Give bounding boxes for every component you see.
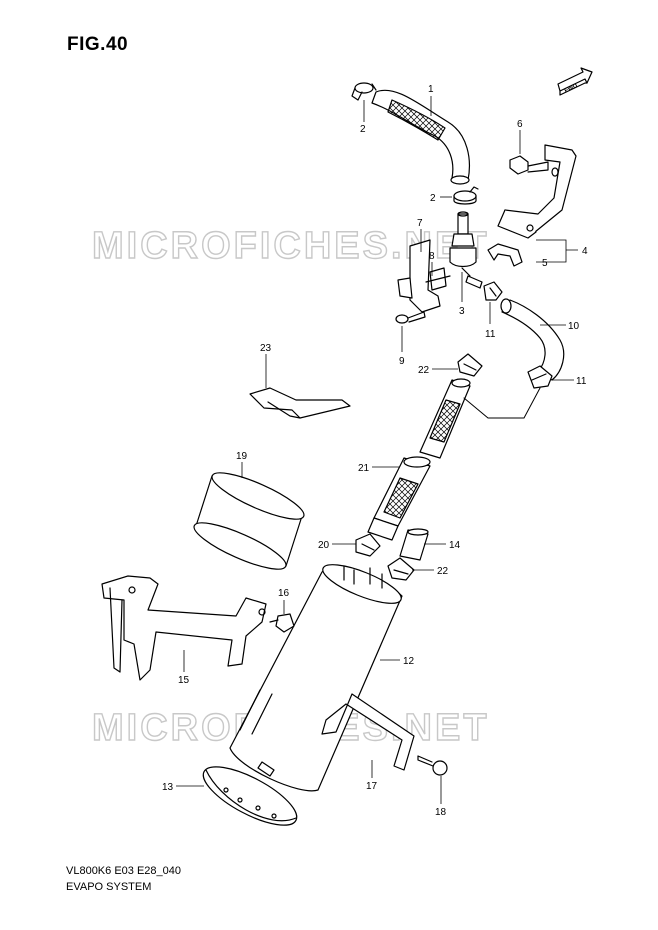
screw-part-18 [417, 755, 448, 776]
callout-7: 7 [417, 218, 423, 229]
hose-part-1 [371, 89, 470, 185]
callout-1: 1 [428, 84, 434, 95]
callout-2-top: 2 [360, 124, 366, 135]
clamp-part-20 [355, 533, 381, 557]
forward-label: FWD [564, 83, 580, 95]
callout-5: 5 [542, 258, 548, 269]
strap-part-17 [321, 693, 415, 771]
valve-part-3 [449, 211, 483, 289]
clamp-part-22-upper [457, 353, 483, 377]
callout-21: 21 [358, 463, 370, 474]
callout-19: 19 [236, 451, 248, 462]
callout-20: 20 [318, 540, 330, 551]
callout-3: 3 [459, 306, 465, 317]
figure-system-name: EVAPO SYSTEM [66, 881, 152, 893]
bolt-part-16 [269, 613, 295, 633]
bracket-part-15 [101, 575, 267, 681]
callout-18: 18 [435, 807, 447, 818]
callout-2-mid: 2 [430, 193, 436, 204]
tube-part-14 [399, 528, 429, 561]
bolt-part-6 [509, 155, 549, 175]
clamp-part-11-upper [483, 281, 503, 301]
callout-22-lower: 22 [437, 566, 449, 577]
callout-15: 15 [178, 675, 190, 686]
callout-22-upper: 22 [418, 365, 430, 376]
canister-part-12 [229, 564, 403, 792]
cover-part-19 [193, 472, 305, 570]
callout-8: 8 [429, 251, 435, 262]
hose-clamp-part-2-lower [453, 186, 479, 205]
callout-16: 16 [278, 588, 290, 599]
callout-13: 13 [162, 782, 174, 793]
clamp-part-22-lower [387, 557, 415, 581]
hose-part-21 [367, 378, 471, 541]
callout-6: 6 [517, 119, 523, 130]
clamp-part-11-lower [527, 365, 553, 389]
hose-clamp-part-2 [351, 82, 377, 101]
clip-part-8 [425, 267, 451, 291]
callout-10: 10 [568, 321, 580, 332]
callout-9: 9 [399, 356, 405, 367]
callout-14: 14 [449, 540, 461, 551]
callout-23: 23 [260, 343, 272, 354]
bracket-part-4 [497, 144, 577, 239]
cap-part-13 [202, 766, 298, 826]
figure-title: FIG.40 [67, 34, 129, 55]
callout-11-lower: 11 [576, 376, 587, 387]
callout-12: 12 [403, 656, 415, 667]
bracket-part-7 [397, 239, 441, 313]
forward-arrow-icon [557, 67, 593, 96]
plate-part-23 [249, 387, 351, 419]
figure-code: VL800K6 E03 E28_040 [66, 865, 181, 877]
callout-17: 17 [366, 781, 378, 792]
callout-4: 4 [582, 246, 588, 257]
screw-part-9 [395, 311, 426, 324]
hose-part-10 [500, 298, 565, 381]
leader-lines [176, 96, 578, 804]
clip-part-5 [487, 243, 523, 267]
callout-11-upper: 11 [485, 329, 496, 340]
